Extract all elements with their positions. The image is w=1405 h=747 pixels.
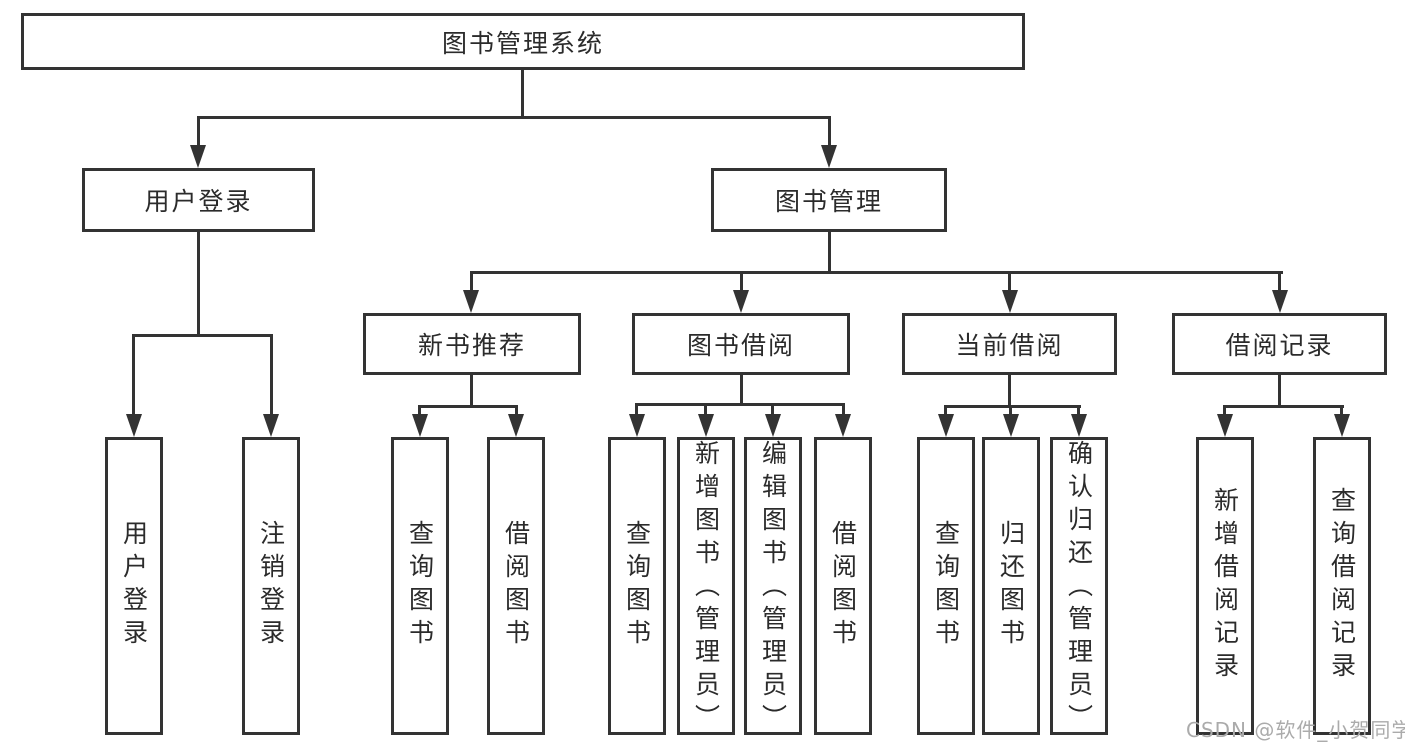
connector-stub: [1077, 405, 1080, 416]
connector-root-branch: [197, 116, 831, 119]
node-book-borrowing-label: 图书借阅: [686, 331, 795, 360]
connector-book-mgmt-stem: [828, 232, 831, 274]
leaf-user-login-label: 用户登录: [119, 520, 149, 652]
leaf-query-borrow-record: 查询借阅记录: [1313, 437, 1371, 735]
connector-to-book-management: [828, 116, 831, 146]
connector-borrow-records-branch: [1223, 405, 1344, 408]
leaf-borrow-books-recommend: 借阅图书: [487, 437, 545, 735]
arrow-down-user-login: [190, 145, 206, 168]
connector-current-borrowing-branch: [944, 405, 1081, 408]
leaf-query-books-recommend: 查询图书: [391, 437, 449, 735]
leaf-add-books-admin-label: 新增图书（管理员）: [691, 440, 721, 737]
connector-book-mgmt-branch: [470, 271, 1283, 274]
connector-book-borrowing-stem: [740, 375, 743, 406]
leaf-user-login: 用户登录: [105, 437, 163, 735]
leaf-return-books: 归还图书: [982, 437, 1040, 735]
leaf-add-books-admin: 新增图书（管理员）: [677, 437, 735, 737]
connector-stub: [1340, 405, 1343, 416]
node-book-borrowing: 图书借阅: [632, 313, 850, 375]
connector-stub: [1223, 405, 1226, 416]
connector-stub: [771, 403, 774, 416]
leaf-borrow-books-borrowing-label: 借阅图书: [828, 520, 858, 652]
node-user-login-label: 用户登录: [144, 187, 253, 216]
connector-stub: [1009, 405, 1012, 416]
connector-current-borrowing-stem: [1008, 375, 1011, 408]
arrow-down-leaf: [412, 414, 428, 437]
arrow-down-leaf: [698, 414, 714, 437]
connector-stub: [704, 403, 707, 416]
arrow-down-leaf: [629, 414, 645, 437]
connector-new-book-stem: [470, 375, 473, 408]
connector-borrow-records-stem: [1278, 375, 1281, 408]
connector-user-login-stem: [197, 232, 200, 337]
connector-user-login-branch: [132, 334, 273, 337]
leaf-query-books-recommend-label: 查询图书: [405, 520, 435, 652]
node-book-management-label: 图书管理: [774, 187, 883, 216]
arrow-down-book-management: [821, 145, 837, 168]
connector-stub: [515, 405, 518, 416]
csdn-watermark: CSDN @软件_小贺同学: [1186, 718, 1405, 742]
leaf-query-books-current: 查询图书: [917, 437, 975, 735]
leaf-edit-books-admin: 编辑图书（管理员）: [744, 437, 802, 737]
arrow-down-leaf: [835, 414, 851, 437]
connector-stub: [635, 403, 638, 416]
leaf-logout-label: 注销登录: [256, 520, 286, 652]
node-library-system-label: 图书管理系统: [441, 28, 604, 58]
leaf-edit-books-admin-label: 编辑图书（管理员）: [758, 440, 788, 737]
node-library-system: 图书管理系统: [21, 13, 1025, 70]
arrow-down-leaf: [1003, 414, 1019, 437]
connector-stub: [944, 405, 947, 416]
connector-book-borrowing-branch: [635, 403, 845, 406]
leaf-query-books-current-label: 查询图书: [931, 520, 961, 652]
connector-to-user-login: [197, 116, 200, 146]
leaf-return-books-label: 归还图书: [996, 520, 1026, 652]
connector-root-stem: [521, 70, 524, 119]
arrow-down-leaf-logout: [263, 414, 279, 437]
leaf-confirm-return-admin: 确认归还（管理员）: [1050, 437, 1108, 737]
leaf-query-books-borrowing: 查询图书: [608, 437, 666, 735]
node-current-borrowing-label: 当前借阅: [955, 331, 1064, 360]
leaf-query-borrow-record-label: 查询借阅记录: [1327, 487, 1357, 685]
leaf-confirm-return-admin-label: 确认归还（管理员）: [1064, 440, 1094, 737]
connector-to-leaf-login: [132, 334, 135, 414]
connector-new-book-branch: [418, 405, 518, 408]
arrow-down-leaf: [1217, 414, 1233, 437]
leaf-borrow-books-recommend-label: 借阅图书: [501, 520, 531, 652]
leaf-borrow-books-borrowing: 借阅图书: [814, 437, 872, 735]
connector-to-current-borrowing: [1008, 271, 1011, 292]
node-new-book-recommend: 新书推荐: [363, 313, 581, 375]
node-book-management: 图书管理: [711, 168, 947, 232]
node-borrow-records-label: 借阅记录: [1225, 331, 1334, 360]
arrow-down-leaf: [1334, 414, 1350, 437]
arrow-down-leaf-login: [126, 414, 142, 437]
arrow-down-book-borrowing: [733, 290, 749, 313]
arrow-down-leaf: [765, 414, 781, 437]
leaf-add-borrow-record: 新增借阅记录: [1196, 437, 1254, 735]
arrow-down-new-book: [463, 290, 479, 313]
arrow-down-leaf: [508, 414, 524, 437]
connector-stub: [418, 405, 421, 416]
connector-stub: [842, 403, 845, 416]
arrow-down-leaf: [938, 414, 954, 437]
leaf-query-books-borrowing-label: 查询图书: [622, 520, 652, 652]
node-current-borrowing: 当前借阅: [902, 313, 1117, 375]
node-user-login: 用户登录: [82, 168, 315, 232]
leaf-add-borrow-record-label: 新增借阅记录: [1210, 487, 1240, 685]
connector-to-book-borrowing: [740, 271, 743, 292]
leaf-logout: 注销登录: [242, 437, 300, 735]
node-new-book-recommend-label: 新书推荐: [417, 331, 526, 360]
arrow-down-leaf: [1071, 414, 1087, 437]
connector-to-borrow-records: [1278, 271, 1281, 292]
connector-to-new-book: [470, 271, 473, 292]
arrow-down-current-borrowing: [1002, 290, 1018, 313]
arrow-down-borrow-records: [1272, 290, 1288, 313]
connector-to-leaf-logout: [270, 334, 273, 414]
node-borrow-records: 借阅记录: [1172, 313, 1387, 375]
